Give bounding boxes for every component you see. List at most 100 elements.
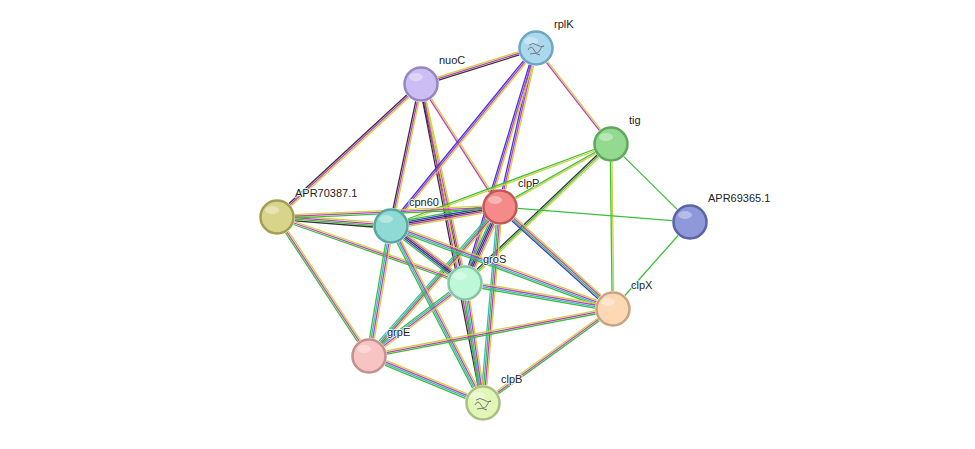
evidence-line	[484, 225, 498, 385]
interaction-edge	[518, 208, 672, 220]
node-label: tig	[629, 114, 641, 126]
protein-node: nuoC	[403, 66, 439, 102]
node-label: clpB	[501, 373, 522, 385]
evidence-line	[387, 361, 468, 394]
interaction-edge	[386, 311, 595, 354]
evidence-line	[374, 244, 390, 339]
protein-node: clpP	[482, 189, 518, 225]
protein-node: groS	[447, 265, 483, 301]
interaction-edge	[625, 236, 678, 296]
evidence-line	[548, 62, 601, 130]
evidence-line	[401, 241, 476, 386]
protein-node: clpX	[595, 291, 631, 327]
node-circle	[465, 385, 501, 421]
node-circle	[403, 66, 439, 102]
node-circle	[593, 126, 629, 162]
node-circle	[518, 30, 554, 66]
evidence-line	[483, 284, 596, 304]
node-label: grpE	[387, 326, 410, 338]
evidence-line	[401, 61, 523, 211]
protein-node: clpB	[465, 385, 501, 421]
interaction-edge	[482, 284, 595, 308]
evidence-line	[465, 301, 478, 385]
node-circle	[482, 189, 518, 225]
evidence-line	[289, 95, 407, 204]
evidence-line	[610, 162, 612, 291]
evidence-line	[482, 225, 496, 385]
node-label: nuoC	[439, 54, 465, 66]
interaction-edge	[397, 241, 477, 388]
evidence-line	[479, 158, 599, 272]
evidence-line	[373, 244, 389, 339]
evidence-line	[485, 225, 499, 385]
evidence-line	[290, 96, 408, 205]
interaction-edge	[624, 157, 677, 210]
node-label: APR69365.1	[708, 192, 770, 204]
evidence-line	[408, 233, 596, 303]
evidence-line	[499, 321, 600, 394]
evidence-line	[395, 102, 418, 209]
evidence-line	[288, 231, 360, 340]
evidence-line	[497, 318, 598, 391]
evidence-line	[286, 233, 358, 342]
node-label: rplK	[554, 18, 574, 30]
evidence-line	[385, 296, 452, 347]
evidence-line	[625, 236, 678, 296]
node-label: clpP	[518, 177, 539, 189]
evidence-line	[387, 314, 596, 354]
evidence-line	[400, 242, 475, 387]
protein-node: APR70387.1	[259, 199, 295, 235]
node-circle	[373, 208, 409, 244]
interaction-edge	[482, 225, 501, 386]
node-label: APR70387.1	[295, 187, 357, 199]
protein-node: cpn60	[373, 208, 409, 244]
evidence-line	[483, 287, 595, 307]
node-circle	[672, 204, 708, 240]
node-circle	[447, 265, 483, 301]
evidence-line	[383, 293, 450, 344]
protein-node: tig	[593, 126, 629, 162]
node-circle	[351, 338, 387, 374]
interaction-edge	[610, 162, 613, 291]
interaction-edge	[289, 95, 409, 206]
evidence-line	[472, 66, 533, 267]
evidence-line	[483, 285, 596, 305]
evidence-line	[467, 301, 480, 385]
evidence-line	[393, 101, 416, 208]
evidence-line	[291, 97, 409, 206]
evidence-line	[397, 243, 472, 388]
evidence-line	[482, 289, 595, 309]
evidence-line	[370, 243, 386, 338]
interaction-edge	[382, 292, 452, 347]
interaction-edge	[370, 243, 391, 338]
interaction-edge	[286, 231, 361, 342]
evidence-line	[518, 208, 672, 220]
evidence-line	[438, 52, 519, 77]
evidence-line	[407, 235, 595, 305]
protein-node: grpE	[351, 338, 387, 374]
evidence-line	[384, 295, 451, 346]
interaction-edge	[407, 230, 597, 305]
node-label: clpX	[631, 279, 652, 291]
evidence-line	[624, 157, 677, 210]
evidence-line	[515, 217, 601, 295]
evidence-line	[399, 242, 474, 387]
evidence-line	[504, 66, 532, 190]
evidence-line	[287, 232, 359, 341]
node-circle	[595, 291, 631, 327]
evidence-line	[514, 219, 600, 297]
evidence-line	[385, 364, 466, 397]
evidence-line	[498, 320, 599, 393]
evidence-line	[382, 292, 449, 343]
evidence-line	[469, 301, 482, 385]
protein-node: APR69365.1	[672, 204, 708, 240]
evidence-line	[386, 362, 467, 395]
evidence-line	[438, 53, 519, 78]
interaction-edge	[502, 65, 533, 190]
evidence-line	[513, 220, 599, 298]
interaction-edge	[465, 300, 482, 385]
evidence-line	[547, 63, 600, 131]
evidence-line	[402, 62, 524, 212]
